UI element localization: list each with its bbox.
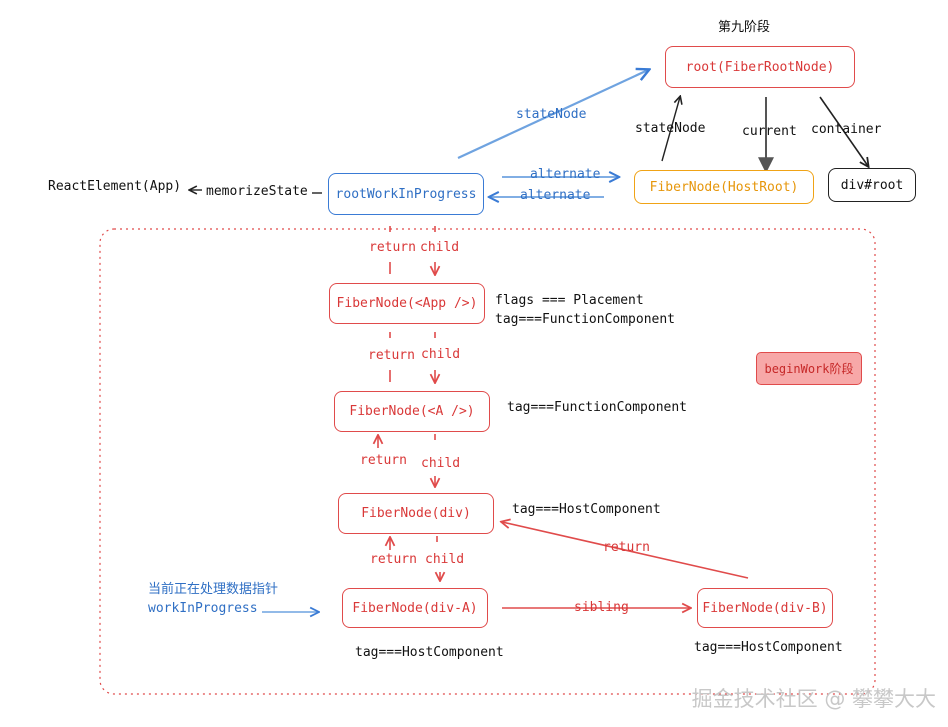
- fiber-node-a[interactable]: FiberNode(<A />): [334, 391, 490, 432]
- fiber-node-div[interactable]: FiberNode(div): [338, 493, 494, 534]
- label-react-element: ReactElement(App): [48, 179, 182, 194]
- label-current: current: [742, 124, 797, 139]
- annotation-app-flags: flags === Placement: [495, 293, 644, 308]
- label-sibling: sibling: [574, 600, 629, 615]
- phase-title: 第九阶段: [718, 20, 771, 35]
- annotation-div-b-tag: tag===HostComponent: [694, 640, 843, 655]
- fiber-node-div-a[interactable]: FiberNode(div-A): [342, 588, 488, 628]
- label-return: return: [368, 348, 415, 363]
- label-child: child: [421, 456, 461, 471]
- beginwork-region: [99, 228, 876, 695]
- label-statenode-hostroot: stateNode: [635, 121, 706, 136]
- label-return: return: [370, 552, 417, 567]
- edge-hostroot-statenode: [661, 97, 680, 162]
- root-work-in-progress-node[interactable]: rootWorkInProgress: [328, 173, 484, 215]
- label-container: container: [811, 122, 882, 137]
- label-child: child: [420, 240, 460, 255]
- annotation-app-tag: tag===FunctionComponent: [495, 312, 676, 327]
- label-memorize-state: memorizeState: [206, 184, 308, 199]
- label-return: return: [369, 240, 416, 255]
- annotation-div-tag: tag===HostComponent: [512, 502, 661, 517]
- edge-divb-return: [502, 522, 749, 579]
- label-child: child: [425, 552, 465, 567]
- label-return: return: [360, 453, 407, 468]
- label-alternate-1: alternate: [530, 167, 601, 182]
- edge-wip-statenode: [457, 70, 648, 159]
- fiber-node-app[interactable]: FiberNode(<App />): [329, 283, 485, 324]
- root-fiber-root-node[interactable]: root(FiberRootNode): [665, 46, 855, 88]
- label-child: child: [421, 347, 461, 362]
- annotation-pointer: workInProgress: [148, 601, 258, 616]
- annotation-div-a-tag: tag===HostComponent: [355, 645, 504, 660]
- div-root-node[interactable]: div#root: [828, 168, 916, 202]
- annotation-a-tag: tag===FunctionComponent: [507, 400, 688, 415]
- edge-container: [819, 96, 868, 166]
- fiber-node-div-b[interactable]: FiberNode(div-B): [697, 588, 833, 628]
- watermark: 掘金技术社区 @ 攀攀大大: [691, 687, 936, 711]
- label-alternate-2: alternate: [520, 188, 591, 203]
- label-return-divb: return: [603, 540, 650, 555]
- begin-work-badge: beginWork阶段: [756, 352, 862, 385]
- annotation-pointer-cn: 当前正在处理数据指针: [148, 582, 279, 597]
- label-statenode-wip: stateNode: [516, 107, 587, 122]
- host-root-node[interactable]: FiberNode(HostRoot): [634, 170, 814, 204]
